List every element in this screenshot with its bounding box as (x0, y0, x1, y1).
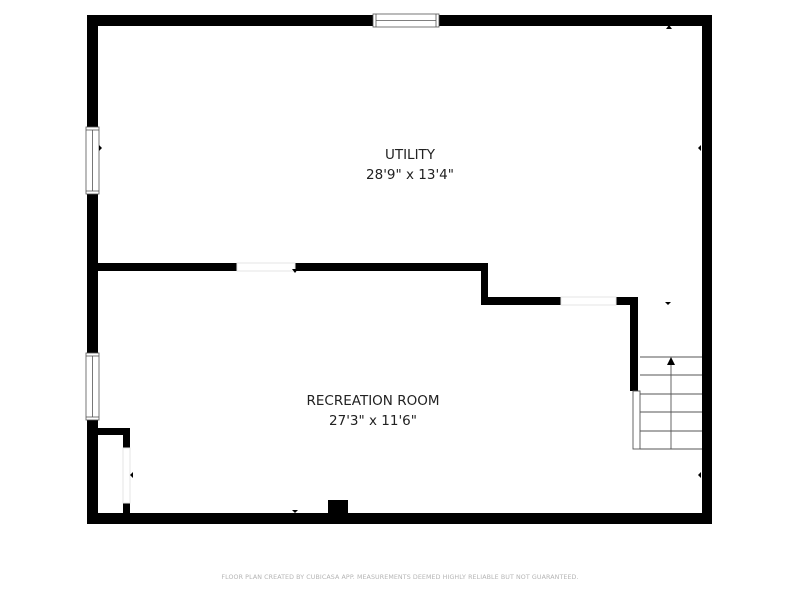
room-dimensions: 27'3" x 11'6" (329, 413, 417, 429)
window-top (372, 13, 440, 28)
window-left-upper (85, 126, 100, 195)
room-dimensions: 28'9" x 13'4" (366, 167, 454, 183)
door-openings (122, 262, 617, 504)
room-name: RECREATION ROOM (306, 393, 440, 409)
markers (99, 25, 701, 513)
room-name: UTILITY (384, 147, 436, 163)
staircase (632, 356, 702, 450)
window-left-lower (85, 352, 100, 421)
room-recreation: RECREATION ROOM 27'3" x 11'6" (307, 391, 440, 431)
room-utility: UTILITY 28'9" x 13'4" (366, 145, 454, 185)
interior-walls (98, 263, 638, 515)
disclaimer-footer: FLOOR PLAN CREATED BY CUBICASA APP. MEAS… (221, 574, 579, 581)
